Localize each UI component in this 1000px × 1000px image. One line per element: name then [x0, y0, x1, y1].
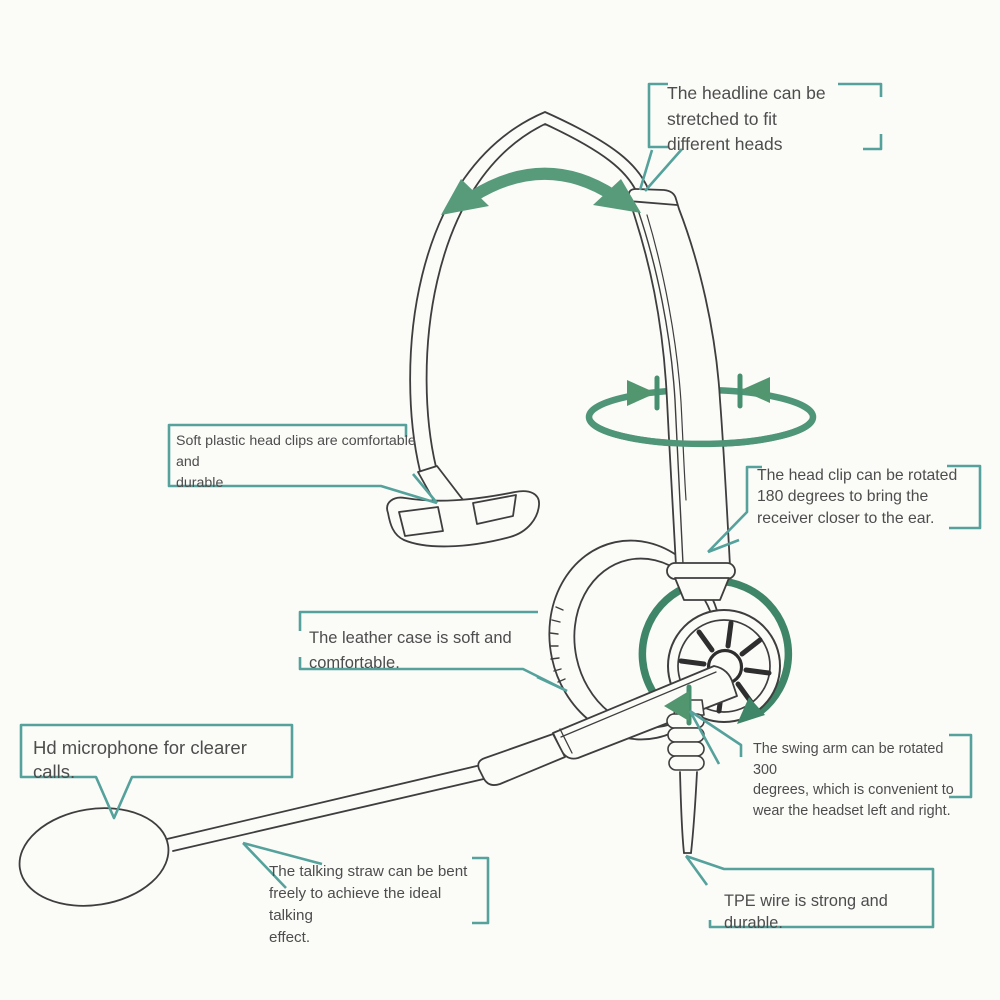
callout-talking-straw: The talking straw can be bent freely to … — [269, 863, 468, 946]
callout-frame-tpe-wire — [684, 854, 935, 929]
callout-frame-leather — [298, 610, 568, 693]
callout-tpe-wire: TPE wire is strong and durable. — [724, 892, 888, 932]
swing-rotate-arrowheads — [664, 684, 765, 726]
headband — [409, 111, 650, 472]
headline-slider — [627, 188, 731, 570]
head-clip — [386, 465, 540, 548]
headband-rotate-arrowheads — [627, 373, 770, 411]
callout-frame-headline — [638, 82, 883, 192]
callout-head-clip-rotate: The head clip can be rotated 180 degrees… — [757, 467, 958, 527]
callout-headline: The headline can be stretched to fit dif… — [667, 83, 826, 154]
pivot-clamp — [666, 562, 736, 601]
microphone — [18, 807, 170, 907]
callout-frame-head-clips — [167, 423, 439, 505]
callout-microphone: Hd microphone for clearer calls. — [33, 737, 247, 782]
callout-leather-case: The leather case is soft and comfortable… — [309, 629, 512, 672]
callout-frame-microphone — [19, 723, 294, 820]
callout-frame-head-clip-rotate — [707, 464, 982, 554]
headband-rotate-arrow-front — [587, 418, 815, 448]
mic-boom — [166, 764, 489, 852]
stitching — [549, 606, 566, 683]
stretch-arrow-icon — [441, 167, 641, 215]
callout-frame-swing-arm — [688, 709, 973, 799]
callout-head-clips: Soft plastic head clips are comfortable … — [176, 433, 416, 491]
callout-swing-arm: The swing arm can be rotated 300 degrees… — [753, 741, 954, 819]
callout-frame-talking-straw — [242, 841, 490, 925]
tpe-wire — [679, 771, 698, 854]
